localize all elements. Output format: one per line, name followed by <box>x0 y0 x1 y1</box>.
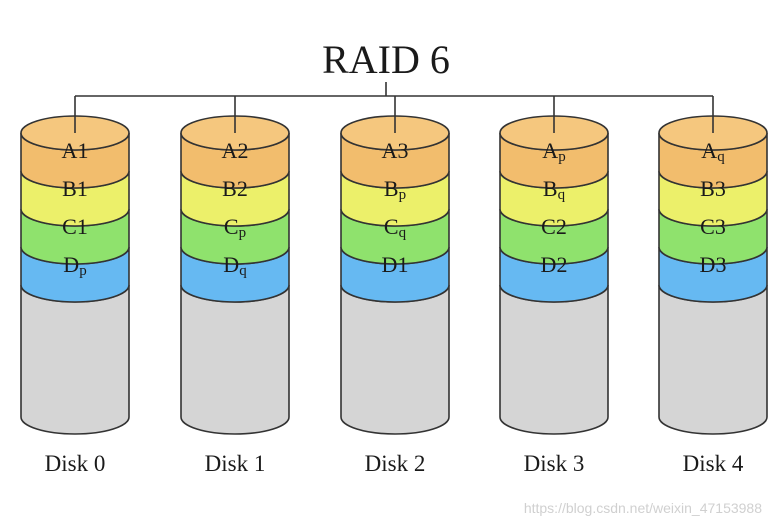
disk-3-block-label-b: Bq <box>543 176 566 203</box>
disk-0-block-label-c: C1 <box>62 214 88 239</box>
disk-3-block-label-d: D2 <box>541 252 568 277</box>
diagram-title: RAID 6 <box>322 37 450 82</box>
disk-2-block-label-c: Cq <box>384 214 407 241</box>
disk-label-1: Disk 1 <box>204 451 266 476</box>
disk-label-2: Disk 2 <box>364 451 426 476</box>
disk-1-block-label-c: Cp <box>224 214 246 241</box>
disk-4-block-label-b: B3 <box>700 176 726 201</box>
disk-body-2 <box>340 284 450 435</box>
disk-1-block-label-d: Dq <box>223 252 247 279</box>
disk-label-4: Disk 4 <box>682 451 744 476</box>
disk-1-block-label-a: A2 <box>222 138 249 163</box>
disk-2-block-label-a: A3 <box>382 138 409 163</box>
disk-label-0: Disk 0 <box>44 451 106 476</box>
disk-3-block-label-c: C2 <box>541 214 567 239</box>
disk-body-3 <box>499 284 609 435</box>
disk-body-4 <box>658 284 768 435</box>
disk-4-block-label-a: Aq <box>701 138 725 165</box>
disk-3-block-label-a: Ap <box>542 138 565 165</box>
disk-1-block-label-b: B2 <box>222 176 248 201</box>
disk-0-block-label-a: A1 <box>62 138 89 163</box>
watermark: https://blog.csdn.net/weixin_47153988 <box>523 500 762 516</box>
disk-0-block-label-d: Dp <box>63 252 86 279</box>
disk-2-block-label-b: Bp <box>384 176 406 203</box>
disk-body-1 <box>180 284 290 435</box>
disk-4-block-label-d: D3 <box>700 252 727 277</box>
disk-label-3: Disk 3 <box>523 451 585 476</box>
disk-body-0 <box>20 284 130 435</box>
disk-0-block-label-b: B1 <box>62 176 88 201</box>
disk-4-block-label-c: C3 <box>700 214 726 239</box>
disk-2-block-label-d: D1 <box>382 252 409 277</box>
